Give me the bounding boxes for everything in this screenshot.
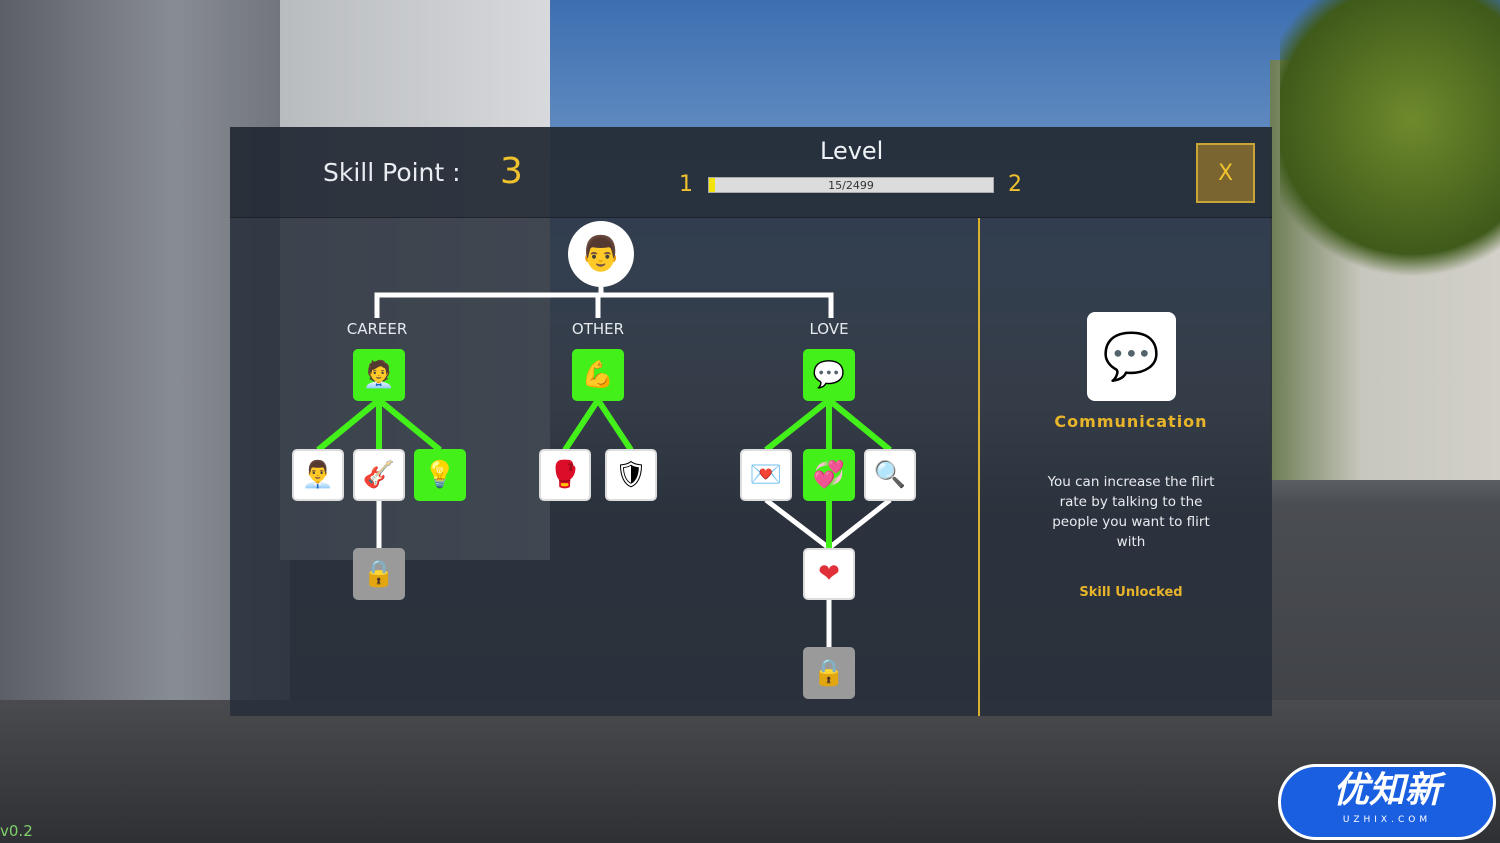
category-career: CAREER xyxy=(346,320,408,338)
level-current: 1 xyxy=(679,172,693,197)
skill-other-armor[interactable]: 🛡 xyxy=(605,449,657,501)
level-next: 2 xyxy=(1008,172,1022,197)
selected-skill-description: You can increase the flirt rate by talki… xyxy=(1047,474,1215,550)
watermark-text: 优知新 xyxy=(1332,770,1441,811)
skill-love-search[interactable]: 🔍 xyxy=(864,449,916,501)
skill-career-root[interactable]: 🧑‍💼 xyxy=(353,349,405,401)
selected-skill-title: Communication xyxy=(1054,412,1208,431)
xp-progress-bar: 15/2499 xyxy=(708,177,994,193)
skill-career-businessman[interactable]: 👨‍💼 xyxy=(292,449,344,501)
skill-point-value: 3 xyxy=(500,151,523,192)
watermark-sub: UZHIX.COM xyxy=(1342,815,1432,825)
watermark-logo: 优知新 UZHIX.COM xyxy=(1278,764,1496,840)
close-button[interactable]: X xyxy=(1196,143,1255,203)
panel-divider xyxy=(978,218,980,716)
category-love: LOVE xyxy=(809,320,849,338)
version-label: v0.2 xyxy=(0,822,33,840)
skill-career-idea[interactable]: 💡 xyxy=(414,449,466,501)
selected-skill-status: Skill Unlocked xyxy=(1079,585,1183,600)
skill-love-locked[interactable]: 🔒 xyxy=(803,647,855,699)
xp-progress-fill xyxy=(709,178,715,192)
level-title: Level xyxy=(820,137,884,165)
skill-point-label: Skill Point : xyxy=(323,158,461,187)
panel-header: Skill Point : 3 Level 1 15/2499 2 X xyxy=(230,127,1272,218)
skill-other-root[interactable]: 💪 xyxy=(572,349,624,401)
skill-other-boxing[interactable]: 🥊 xyxy=(539,449,591,501)
skill-love-flirt[interactable]: 💞 xyxy=(803,449,855,501)
skill-love-communication[interactable]: 💬 xyxy=(803,349,855,401)
background-street xyxy=(0,700,1500,843)
selected-skill-icon: 💬 xyxy=(1087,312,1176,401)
skill-love-heart[interactable]: ❤ xyxy=(803,548,855,600)
skill-career-guitar[interactable]: 🎸 xyxy=(353,449,405,501)
player-avatar: 👨 xyxy=(568,221,634,287)
xp-text: 15/2499 xyxy=(828,179,874,192)
skill-love-message[interactable]: 💌 xyxy=(740,449,792,501)
background-tree xyxy=(1280,0,1500,300)
category-other: OTHER xyxy=(571,320,625,338)
skill-career-locked[interactable]: 🔒 xyxy=(353,548,405,600)
